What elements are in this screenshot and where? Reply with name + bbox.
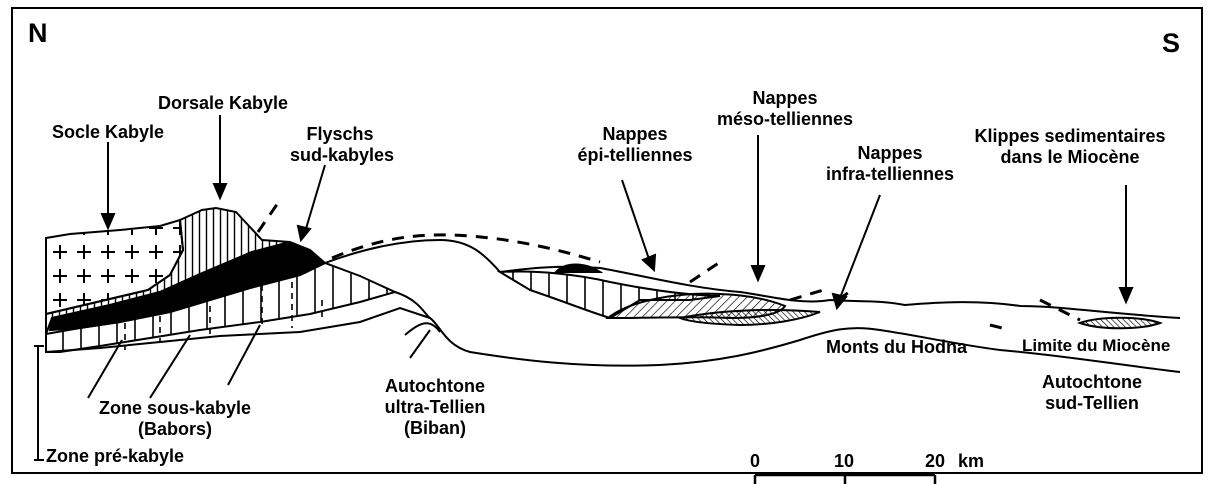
meso-label-line2: méso-telliennes [717,109,853,129]
epi-label-line2: épi-telliennes [577,145,692,165]
sous-kabyle-label-line1: Zone sous-kabyle [99,398,251,418]
scale-tick-20: 20 [925,451,945,472]
sous-kabyle-label-line2: (Babors) [138,419,212,439]
scale-tick-10: 10 [834,451,854,472]
epi-black-lens [556,265,600,273]
klippes-label-line1: Klippes sedimentaires [974,126,1165,146]
dorsale-kabyle-label: Dorsale Kabyle [158,93,288,114]
sud-label-line2: sud-Tellien [1045,393,1139,413]
biban-bend [405,323,440,335]
scale-tick-0: 0 [750,451,760,472]
infra-label-line1: Nappes [857,143,922,163]
infra-telliennes-label: Nappes infra-telliennes [810,143,970,185]
flyschs-label-line1: Flyschs [306,124,373,144]
klippes-label-line2: dans le Miocène [1000,147,1139,167]
south-label: S [1162,28,1180,58]
epi-telliennes-label: Nappes épi-telliennes [565,124,705,166]
ultra-tellien-label: Autochtone ultra-Tellien (Biban) [360,376,510,439]
sud-label-line1: Autochtone [1042,372,1142,392]
epi-label-line1: Nappes [602,124,667,144]
ultra-label-line2: ultra-Tellien [385,397,486,417]
klippes-label: Klippes sedimentaires dans le Miocène [960,126,1180,168]
monts-du-hodna-label: Monts du Hodna [826,337,967,358]
sous-kabyle-label: Zone sous-kabyle (Babors) [60,398,290,440]
scale-bar [755,475,935,484]
socle-kabyle-label: Socle Kabyle [52,122,164,143]
autochtone-sud-tellien-label: Autochtone sud-Tellien [1022,372,1162,414]
scale-unit: km [958,451,984,472]
klippe-lens [1080,318,1160,329]
limite-miocene-label: Limite du Miocène [1022,335,1170,356]
ultra-label-line1: Autochtone [385,376,485,396]
meso-label-line1: Nappes [752,88,817,108]
flyschs-label-line2: sud-kabyles [290,145,394,165]
pre-kabyle-label: Zone pré-kabyle [46,446,184,467]
north-label: N [28,18,48,48]
flyschs-label: Flyschs sud-kabyles [290,124,390,166]
meso-telliennes-label: Nappes méso-telliennes [700,88,870,130]
zone-bracket [34,346,44,460]
ultra-label-line3: (Biban) [404,418,466,438]
autochtone-lower-profile [395,292,1180,372]
infra-label-line2: infra-telliennes [826,164,954,184]
